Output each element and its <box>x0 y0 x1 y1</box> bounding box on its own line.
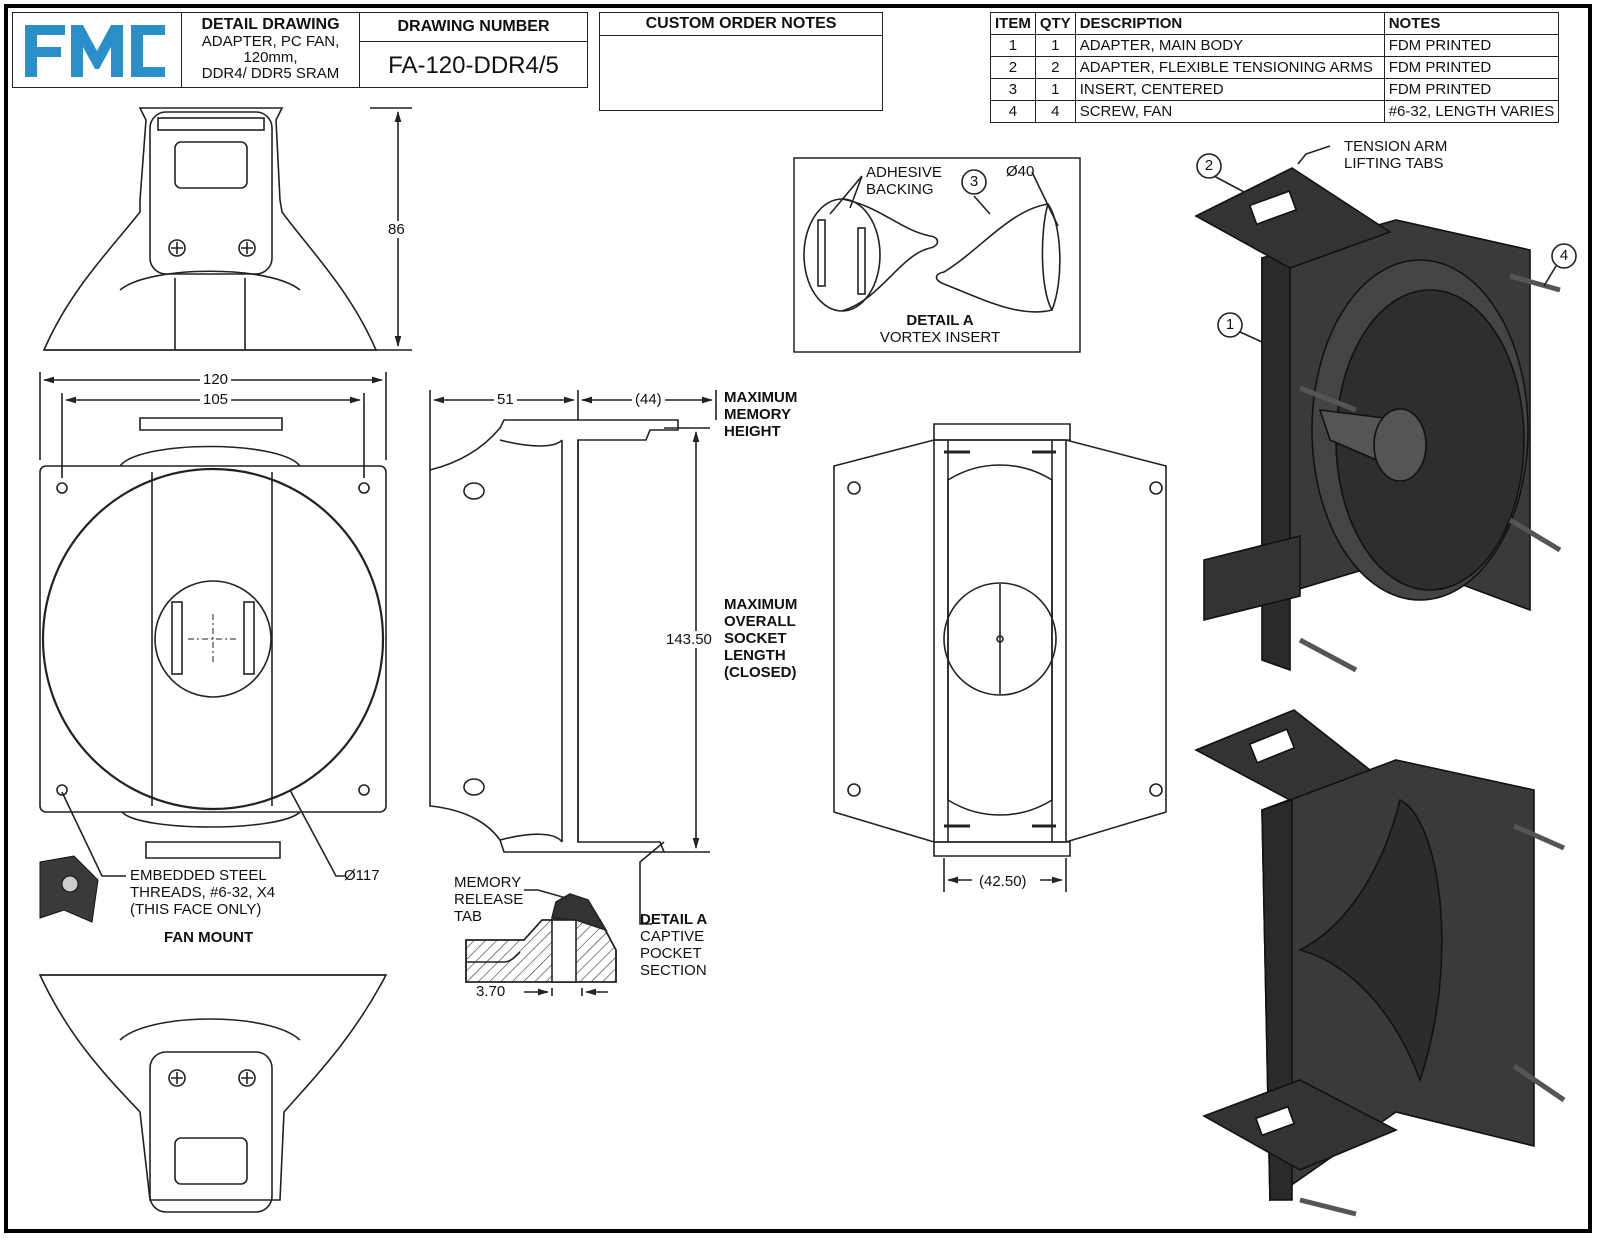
balloon-4 <box>1551 243 1577 269</box>
top-view <box>42 107 378 351</box>
bom-item: 3 <box>990 78 1036 101</box>
bom-row: 2 2 ADAPTER, FLEXIBLE TENSIONING ARMS FD… <box>990 56 1560 79</box>
balloon-2 <box>1196 153 1222 179</box>
balloon-label-3: 3 <box>969 173 979 190</box>
bom-notes: FDM PRINTED <box>1383 78 1560 101</box>
bom-notes: #6-32, LENGTH VARIES <box>1383 100 1560 123</box>
detail-desc-3: DDR4/ DDR5 SRAM <box>201 65 340 82</box>
note-release-tab-1: MEMORY <box>454 874 522 891</box>
note-threads-1: EMBEDDED STEEL <box>130 867 267 884</box>
balloon-label-1: 1 <box>1225 316 1235 333</box>
dim-143-50: 143.50 <box>664 631 714 648</box>
note-detail-a-captive-1: DETAIL A <box>640 911 708 928</box>
iso-view-top <box>1194 167 1562 673</box>
dim-diameter-117: Ø117 <box>344 867 380 884</box>
note-detail-a-vortex-1: DETAIL A <box>906 312 974 329</box>
note-release-tab-2: RELEASE <box>454 891 524 908</box>
note-max-socket-1: MAXIMUM <box>724 596 798 613</box>
dim-105: 105 <box>200 391 232 408</box>
dim-51: 51 <box>494 391 517 408</box>
note-threads-3: (THIS FACE ONLY) <box>130 901 262 918</box>
dim-86: 86 <box>388 221 405 238</box>
balloon-label-4: 4 <box>1559 247 1569 264</box>
detail-desc-2: 120mm, <box>243 49 298 66</box>
vortex-detail-frame <box>793 157 1081 353</box>
bom-notes: FDM PRINTED <box>1383 56 1560 79</box>
bom-description: SCREW, FAN <box>1074 100 1385 123</box>
note-detail-a-captive-4: SECTION <box>640 962 707 979</box>
fmc-logo <box>25 25 165 77</box>
note-tension-arm-1: TENSION ARM <box>1344 138 1448 155</box>
note-tension-arm-2: LIFTING TABS <box>1344 155 1444 172</box>
dim-3-70: 3.70 <box>476 983 506 1000</box>
note-detail-a-captive-2: CAPTIVE <box>640 928 705 945</box>
captive-pocket-section <box>465 889 617 996</box>
detail-heading: DETAIL DRAWING <box>201 16 340 33</box>
back-view <box>833 423 1167 857</box>
note-max-memory-height-1: MAXIMUM <box>724 389 798 406</box>
bill-of-materials: ITEM QTY DESCRIPTION NOTES 1 1 ADAPTER, … <box>990 12 1560 123</box>
balloon-3 <box>961 169 987 195</box>
vortex-insert-detail <box>803 171 1061 313</box>
side-view <box>429 419 679 853</box>
note-adhesive-1: ADHESIVE <box>866 164 942 181</box>
balloon-1 <box>1217 312 1243 338</box>
dim-42-50: (42.50) <box>979 873 1027 890</box>
note-max-socket-4: LENGTH <box>724 647 786 664</box>
note-max-socket-5: (CLOSED) <box>724 664 797 681</box>
note-max-memory-height-3: HEIGHT <box>724 423 781 440</box>
note-max-socket-2: OVERALL <box>724 613 796 630</box>
note-fan-mount: FAN MOUNT <box>164 929 254 946</box>
drawing-sheet <box>4 4 1592 1233</box>
bottom-view <box>38 974 388 1213</box>
note-max-socket-3: SOCKET <box>724 630 787 647</box>
bom-row: 4 4 SCREW, FAN #6-32, LENGTH VARIES <box>990 100 1560 123</box>
detail-drawing-cell: DETAIL DRAWING ADAPTER, PC FAN, 120mm, D… <box>181 12 360 88</box>
front-view <box>39 417 387 859</box>
custom-notes-cell: CUSTOM ORDER NOTES <box>599 12 883 111</box>
iso-view-bottom <box>1194 709 1566 1217</box>
note-detail-a-captive-3: POCKET <box>640 945 702 962</box>
note-release-tab-3: TAB <box>454 908 483 925</box>
detail-desc-1: ADAPTER, PC FAN, <box>201 33 340 50</box>
note-max-memory-height-2: MEMORY <box>724 406 791 423</box>
balloon-label-2: 2 <box>1204 157 1214 174</box>
drawing-number: FA-120-DDR4/5 <box>388 52 559 79</box>
bom-header-item: ITEM <box>990 12 1036 35</box>
note-adhesive-2: BACKING <box>866 181 934 198</box>
bom-qty: 4 <box>1034 100 1076 123</box>
dim-120: 120 <box>200 371 232 388</box>
dim-44: (44) <box>632 391 665 408</box>
note-threads-2: THREADS, #6-32, X4 <box>130 884 276 901</box>
note-detail-a-vortex-2: VORTEX INSERT <box>879 329 1001 346</box>
logo-cell <box>12 12 182 88</box>
bom-item: 4 <box>990 100 1036 123</box>
bom-header-row: ITEM QTY DESCRIPTION NOTES <box>990 12 1560 35</box>
dim-diameter-40: Ø40 <box>1006 163 1035 180</box>
drawing-number-cell: DRAWING NUMBER FA-120-DDR4/5 <box>359 12 588 88</box>
drawing-number-heading: DRAWING NUMBER <box>397 18 550 35</box>
custom-notes-heading: CUSTOM ORDER NOTES <box>645 15 837 32</box>
